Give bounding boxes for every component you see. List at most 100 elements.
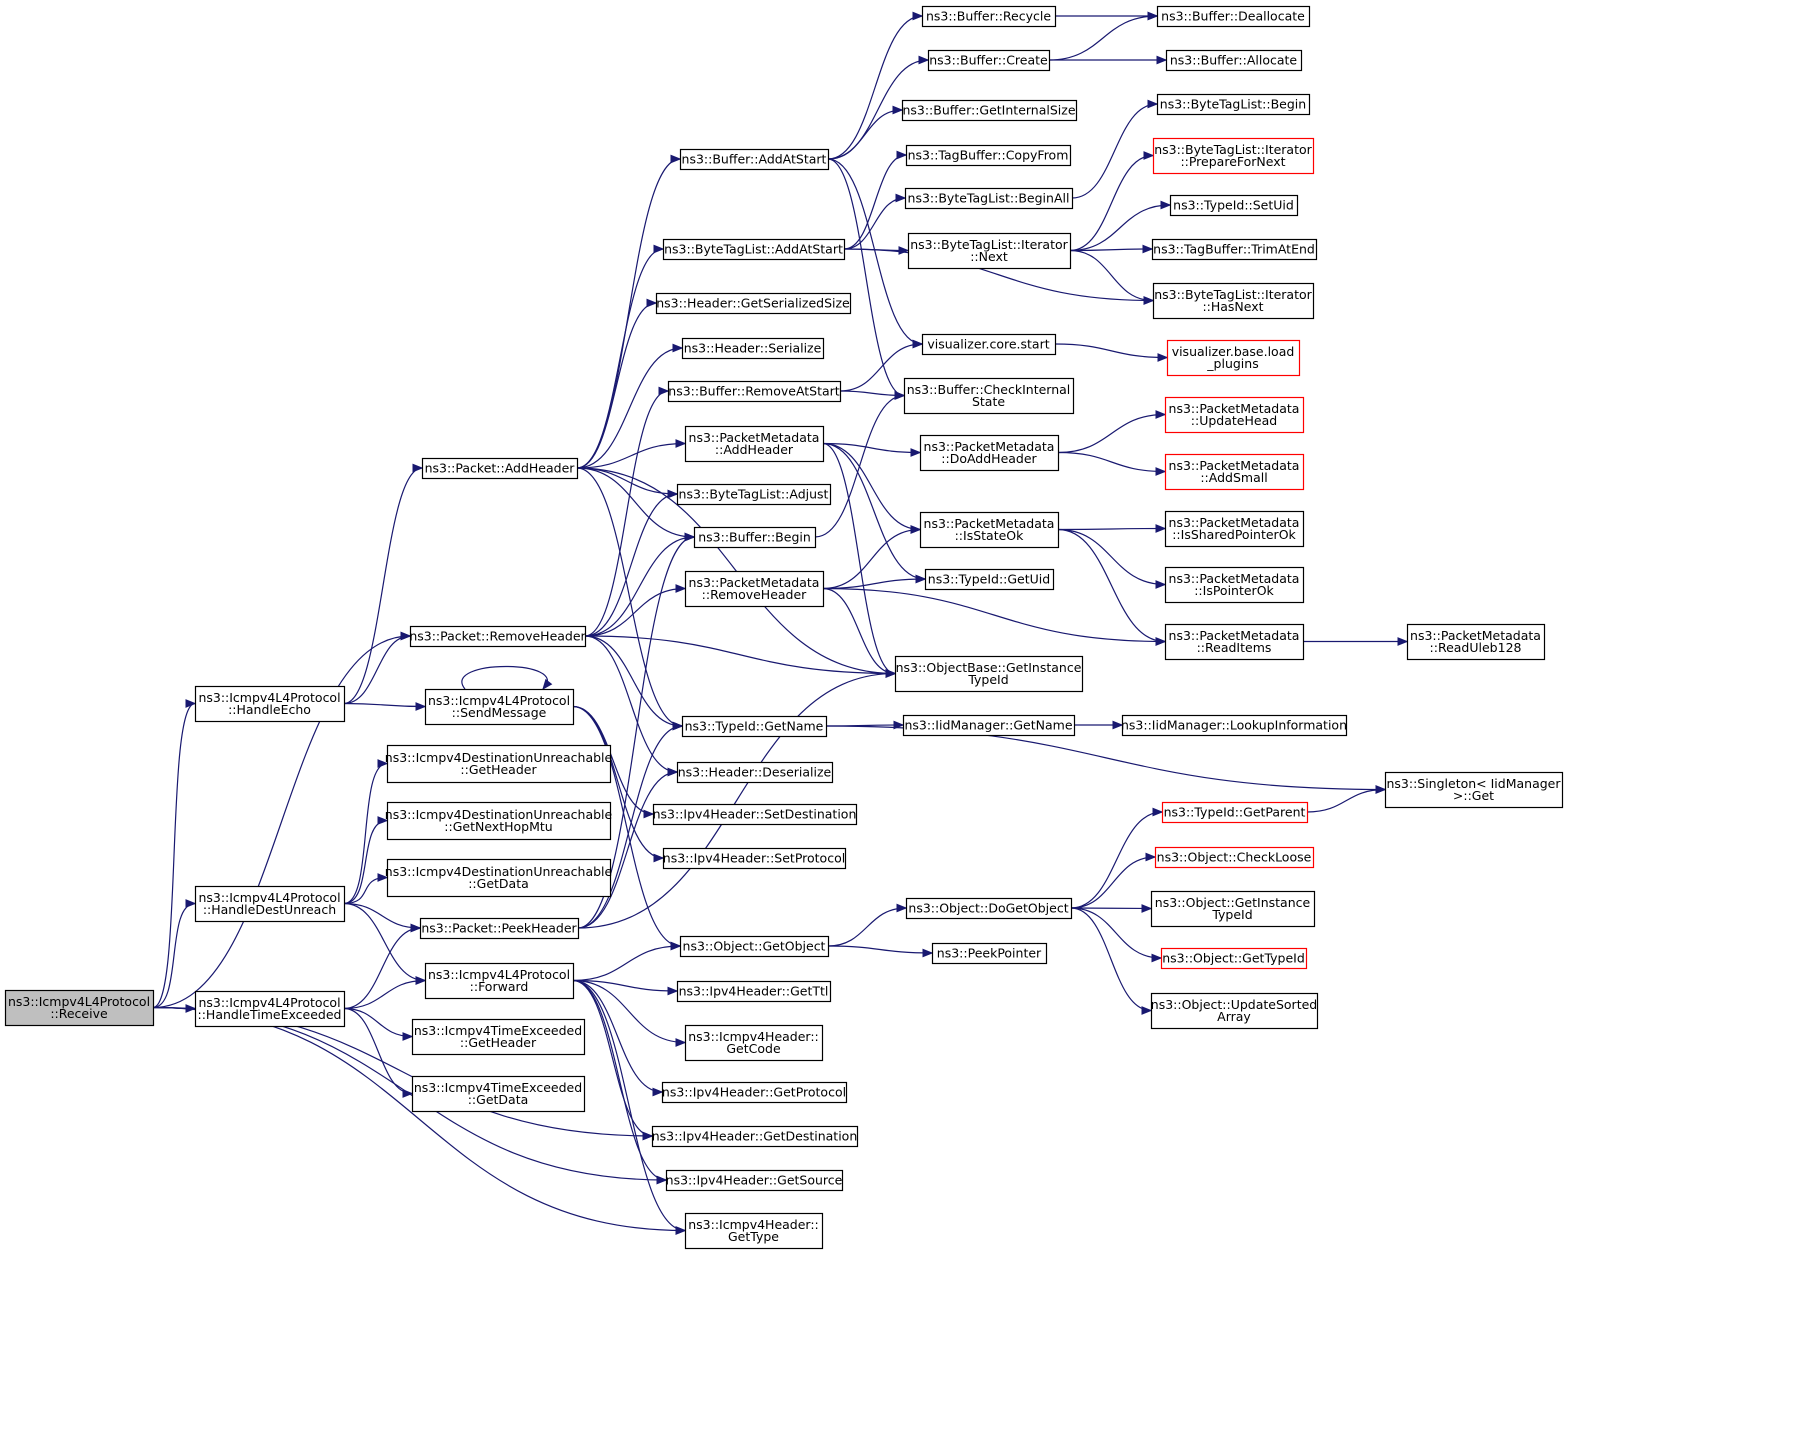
node-buf_getinternalsize[interactable]: ns3::Buffer::GetInternalSize <box>901 99 1078 122</box>
node-btl_beginall[interactable]: ns3::ByteTagList::BeginAll <box>904 187 1074 210</box>
node-typeid_getparent[interactable]: ns3::TypeId::GetParent <box>1161 801 1309 824</box>
node-ipv4_getproto[interactable]: ns3::Ipv4Header::GetProtocol <box>661 1081 848 1104</box>
node-ipv4_getdest[interactable]: ns3::Ipv4Header::GetDestination <box>652 1125 859 1148</box>
node-te_getheader[interactable]: ns3::Icmpv4TimeExceeded::GetHeader <box>411 1018 586 1056</box>
node-hdr_deserialize[interactable]: ns3::Header::Deserialize <box>676 761 834 784</box>
node-forward[interactable]: ns3::Icmpv4L4Protocol::Forward <box>424 962 575 1000</box>
node-handledest[interactable]: ns3::Icmpv4L4Protocol::HandleDestUnreach <box>194 885 346 923</box>
arrow-head <box>185 699 197 708</box>
node-btl_addatstart[interactable]: ns3::ByteTagList::AddAtStart <box>662 238 846 261</box>
node-pm_addsmall[interactable]: ns3::PacketMetadata::AddSmall <box>1164 453 1305 491</box>
edge-pm_removeheader-to-pm_isstateok <box>822 525 922 590</box>
node-ipv4_getsource[interactable]: ns3::Ipv4Header::GetSource <box>666 1169 844 1192</box>
node-label: ns3::Icmpv4TimeExceeded <box>414 1080 582 1095</box>
arrow-head <box>1155 637 1167 646</box>
node-ipv4_setdest[interactable]: ns3::Ipv4Header::SetDestination <box>653 803 858 826</box>
node-obj_gettypeid[interactable]: ns3::Object::GetTypeId <box>1160 947 1308 970</box>
node-pm_readuleb[interactable]: ns3::PacketMetadata::ReadUleb128 <box>1406 623 1546 661</box>
node-btl_iter_hasnext[interactable]: ns3::ByteTagList::Iterator::HasNext <box>1152 282 1315 320</box>
node-hdr_serialize[interactable]: ns3::Header::Serialize <box>681 337 825 360</box>
node-pm_issharedptr[interactable]: ns3::PacketMetadata::IsSharedPointerOk <box>1164 510 1305 548</box>
node-ipv4_setproto[interactable]: ns3::Ipv4Header::SetProtocol <box>663 847 847 870</box>
node-pm_isstateok[interactable]: ns3::PacketMetadata::IsStateOk <box>919 511 1060 549</box>
node-buf_recycle[interactable]: ns3::Buffer::Recycle <box>921 5 1057 28</box>
edge-handledest-to-peekheader <box>343 902 422 933</box>
node-vis_core_start[interactable]: visualizer.core.start <box>921 333 1057 356</box>
node-label: ns3::Buffer::Create <box>929 53 1048 68</box>
node-icmp_gettype[interactable]: ns3::Icmpv4Header::GetType <box>684 1212 824 1250</box>
node-typeid_getname[interactable]: ns3::TypeId::GetName <box>681 715 828 738</box>
edge-forward-to-ipv4_getsource <box>572 979 668 1185</box>
node-du_getdata[interactable]: ns3::Icmpv4DestinationUnreachable::GetDa… <box>385 858 613 898</box>
node-sendmessage[interactable]: ns3::Icmpv4L4Protocol::SendMessage <box>424 688 575 726</box>
node-pm_removeheader[interactable]: ns3::PacketMetadata::RemoveHeader <box>684 570 825 608</box>
node-obj_checkloose[interactable]: ns3::Object::CheckLoose <box>1154 846 1315 869</box>
node-label: ns3::Icmpv4L4Protocol <box>198 890 340 905</box>
node-label: ::HasNext <box>1202 299 1263 314</box>
node-receive[interactable]: ns3::Icmpv4L4Protocol::Receive <box>4 989 155 1027</box>
node-label: ::DoAddHeader <box>941 451 1037 466</box>
node-label: ns3::Packet::AddHeader <box>425 461 576 476</box>
edge-line <box>343 979 426 1010</box>
node-singleton_get[interactable]: ns3::Singleton< IidManager >::Get <box>1384 771 1564 809</box>
node-label: ns3::Header::Serialize <box>684 341 822 356</box>
node-tagbuf_copyfrom[interactable]: ns3::TagBuffer::CopyFrom <box>905 144 1072 167</box>
node-btl_iter_next[interactable]: ns3::ByteTagList::Iterator::Next <box>907 232 1072 270</box>
edge-line <box>572 979 667 1181</box>
node-du_nexthop[interactable]: ns3::Icmpv4DestinationUnreachable::GetNe… <box>385 801 613 841</box>
node-buf_addatstart[interactable]: ns3::Buffer::AddAtStart <box>679 148 830 171</box>
edge-handletime-to-peekheader <box>343 923 422 1010</box>
node-buf_deallocate[interactable]: ns3::Buffer::Deallocate <box>1156 5 1311 28</box>
node-typeid_getuid[interactable]: ns3::TypeId::GetUid <box>924 568 1055 591</box>
node-btl_adjust[interactable]: ns3::ByteTagList::Adjust <box>676 483 832 506</box>
edge-buf_recycle-to-buf_deallocate <box>1055 11 1159 21</box>
node-removeheader[interactable]: ns3::Packet::RemoveHeader <box>409 625 587 648</box>
node-box <box>676 483 832 506</box>
node-buf_begin[interactable]: ns3::Buffer::Begin <box>693 526 817 549</box>
node-icmp_getcode[interactable]: ns3::Icmpv4Header::GetCode <box>684 1024 824 1062</box>
node-te_getdata[interactable]: ns3::Icmpv4TimeExceeded::GetData <box>411 1075 586 1113</box>
node-buf_allocate[interactable]: ns3::Buffer::Allocate <box>1165 49 1303 72</box>
edge-line <box>843 154 907 250</box>
edge-buf_create-to-buf_deallocate <box>1048 11 1159 61</box>
node-box <box>681 715 828 738</box>
node-buf_create[interactable]: ns3::Buffer::Create <box>927 49 1051 72</box>
node-pm_addheader[interactable]: ns3::PacketMetadata::AddHeader <box>684 425 825 463</box>
node-hdr_getsersize[interactable]: ns3::Header::GetSerializedSize <box>655 292 852 315</box>
arrow-head <box>1152 807 1164 817</box>
node-btl_iter_prepare[interactable]: ns3::ByteTagList::Iterator::PrepareForNe… <box>1152 137 1315 175</box>
node-label: visualizer.base.load <box>1172 344 1295 359</box>
edge-line <box>827 158 923 345</box>
node-buf_removeatstart[interactable]: ns3::Buffer::RemoveAtStart <box>667 380 842 403</box>
edge-addheader-to-pm_addheader <box>576 439 687 469</box>
node-pm_doaddheader[interactable]: ns3::PacketMetadata::DoAddHeader <box>919 434 1060 472</box>
node-tagbuf_trimatend[interactable]: ns3::TagBuffer::TrimAtEnd <box>1151 238 1318 261</box>
node-btl_begin[interactable]: ns3::ByteTagList::Begin <box>1156 93 1311 116</box>
node-handleecho[interactable]: ns3::Icmpv4L4Protocol::HandleEcho <box>194 685 346 723</box>
edge-obj_dogetobject-to-obj_checkloose <box>1070 852 1157 909</box>
node-peekheader[interactable]: ns3::Packet::PeekHeader <box>419 917 580 940</box>
node-pm_readitems[interactable]: ns3::PacketMetadata::ReadItems <box>1164 623 1305 661</box>
node-ipv4_getttl[interactable]: ns3::Ipv4Header::GetTtl <box>676 980 832 1003</box>
node-addheader[interactable]: ns3::Packet::AddHeader <box>421 457 579 480</box>
arrow-head <box>893 720 905 730</box>
edge-line <box>572 945 681 982</box>
node-pm_updatehead[interactable]: ns3::PacketMetadata::UpdateHead <box>1164 396 1305 434</box>
node-iid_lookup[interactable]: ns3::IidManager::LookupInformation <box>1121 714 1348 737</box>
node-peekpointer[interactable]: ns3::PeekPointer <box>931 942 1048 965</box>
node-pm_isptrok[interactable]: ns3::PacketMetadata::IsPointerOk <box>1164 566 1305 604</box>
node-handletime[interactable]: ns3::Icmpv4L4Protocol::HandleTimeExceede… <box>194 990 346 1028</box>
node-typeid_setuid[interactable]: ns3::TypeId::SetUid <box>1169 194 1299 217</box>
node-iid_getname[interactable]: ns3::IidManager::GetName <box>902 714 1076 737</box>
node-du_getheader[interactable]: ns3::Icmpv4DestinationUnreachable::GetHe… <box>385 744 613 784</box>
node-obj_getobject[interactable]: ns3::Object::GetObject <box>679 935 830 958</box>
node-label: ns3::ByteTagList::Iterator <box>1154 142 1312 157</box>
node-label: ns3::TagBuffer::CopyFrom <box>908 148 1069 163</box>
node-obj_dogetobject[interactable]: ns3::Object::DoGetObject <box>905 897 1073 920</box>
node-vis_base_load[interactable]: visualizer.base.load_plugins <box>1166 339 1301 377</box>
